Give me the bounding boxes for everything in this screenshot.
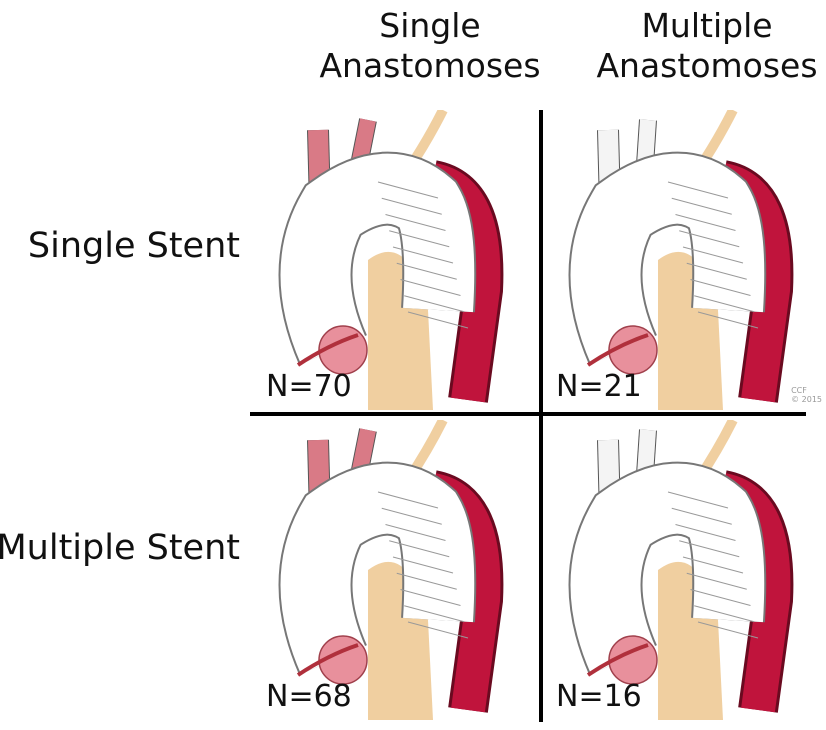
horizontal-divider bbox=[250, 412, 806, 416]
aortic-arch-illustration bbox=[568, 420, 794, 720]
vertical-divider bbox=[539, 110, 543, 722]
illustration-single-stent-single-anastomoses: N=70 bbox=[258, 110, 538, 410]
aortic-arch-illustration bbox=[278, 420, 504, 720]
header-line: Multiple bbox=[641, 6, 773, 45]
illustration-multiple-stent-single-anastomoses: N=68 bbox=[258, 420, 538, 720]
row-label-multiple-stent: Multiple Stent bbox=[0, 528, 240, 568]
illustration-multiple-stent-multiple-anastomoses: N=16 bbox=[548, 420, 826, 720]
column-header-multiple-anastomoses: Multiple Anastomoses bbox=[572, 6, 826, 86]
aortic-arch-illustration bbox=[568, 110, 794, 410]
header-line: Single bbox=[379, 6, 481, 45]
watermark-text: © 2015 bbox=[791, 395, 822, 404]
n-count: N=68 bbox=[266, 679, 352, 714]
row-label-single-stent: Single Stent bbox=[27, 226, 240, 266]
n-count: N=21 bbox=[556, 369, 642, 404]
n-count: N=16 bbox=[556, 679, 642, 714]
n-count: N=70 bbox=[266, 369, 352, 404]
illustration-single-stent-multiple-anastomoses: N=21 CCF© 2015 bbox=[548, 110, 826, 410]
column-header-single-anastomoses: Single Anastomoses bbox=[295, 6, 565, 86]
ccf-watermark: CCF© 2015 bbox=[791, 386, 822, 404]
aortic-arch-illustration bbox=[278, 110, 504, 410]
header-line: Anastomoses bbox=[319, 46, 541, 85]
watermark-text: CCF bbox=[791, 386, 807, 395]
header-line: Anastomoses bbox=[596, 46, 818, 85]
